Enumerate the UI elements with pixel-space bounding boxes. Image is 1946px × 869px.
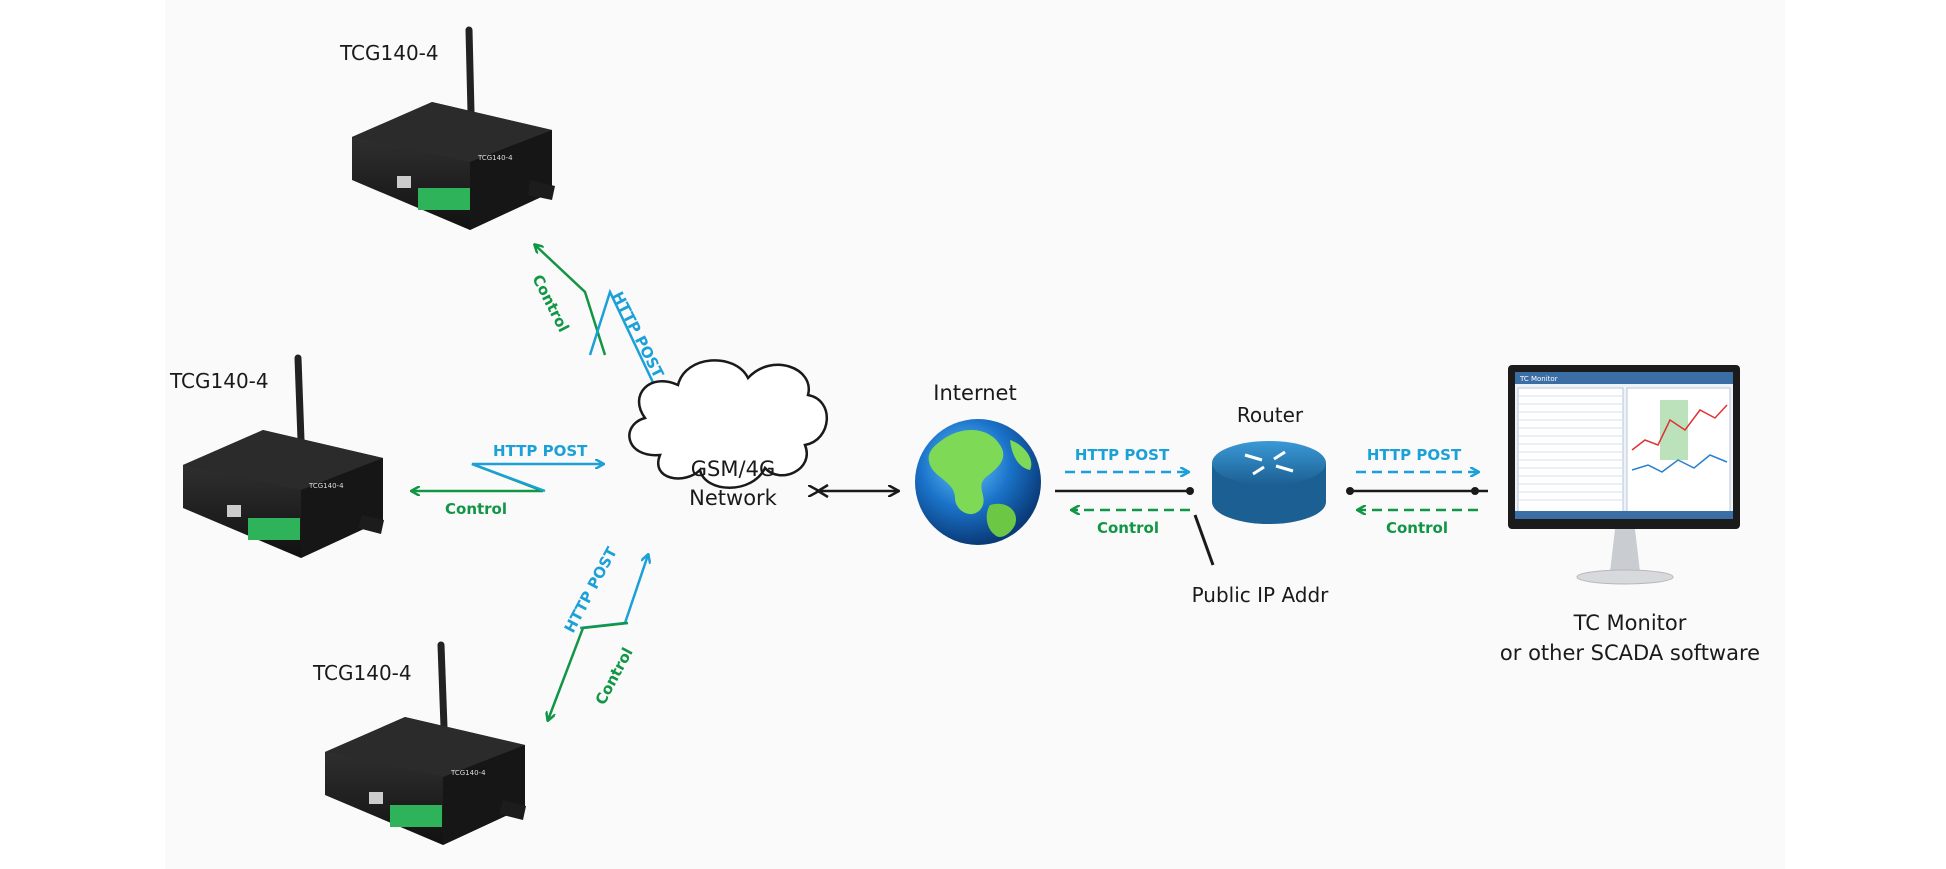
monitor-stand	[1610, 529, 1640, 572]
network-line2: Network	[689, 486, 778, 510]
http-post-label: HTTP POST	[1367, 446, 1462, 464]
public-ip-node	[1186, 487, 1194, 495]
device-tcg140-top: TCG140-4 TCG140-4	[339, 26, 555, 230]
ethernet-port	[397, 176, 411, 188]
monitor: TC Monitor TC Monitor or other SCADA sof…	[1500, 365, 1760, 665]
internet-globe: Internet	[915, 381, 1041, 545]
public-ip-pointer	[1193, 514, 1215, 566]
link-middle-device: HTTP POST Control	[412, 442, 603, 518]
monitor-label-line2: or other SCADA software	[1500, 641, 1760, 665]
control-label: Control	[445, 500, 507, 518]
line-node	[1346, 487, 1354, 495]
mount-bracket	[528, 180, 555, 200]
device-face-text: TCG140-4	[477, 154, 513, 162]
antenna-icon	[437, 641, 448, 731]
device-tcg140-bottom: TCG140-4 TCG140-4	[312, 641, 526, 845]
antenna-icon	[294, 354, 305, 444]
device-label: TCG140-4	[312, 661, 412, 685]
app-title: TC Monitor	[1519, 375, 1558, 383]
http-post-label: HTTP POST	[493, 442, 588, 460]
http-post-arrow-top	[588, 288, 658, 393]
trend-line-blue	[1631, 454, 1728, 473]
gsm-network-cloud: GSM/4G Network	[628, 359, 828, 510]
control-arrow-top	[535, 245, 607, 356]
monitor-label-line1: TC Monitor	[1573, 611, 1687, 635]
monitor-base	[1576, 569, 1674, 585]
router-label: Router	[1237, 403, 1304, 427]
terminal-block	[418, 188, 470, 210]
mount-bracket	[358, 515, 384, 534]
public-ip-label: Public IP Addr	[1192, 583, 1330, 607]
terminal-block	[248, 518, 300, 540]
device-face-text: TCG140-4	[308, 482, 344, 490]
link-internet-router: HTTP POST Control Public IP Addr	[1055, 446, 1329, 607]
http-post-arrow-middle	[471, 464, 603, 493]
trend-line-red	[1631, 404, 1728, 451]
control-label: Control	[1097, 519, 1159, 537]
control-arrow-bottom	[548, 621, 629, 720]
cloud-shape	[628, 359, 828, 489]
ethernet-port	[369, 792, 383, 804]
line-node	[1471, 487, 1479, 495]
control-label: Control	[1386, 519, 1448, 537]
arrowhead-left	[815, 483, 829, 499]
mount-bracket	[499, 800, 526, 820]
terminal-block	[390, 805, 442, 827]
device-label: TCG140-4	[169, 369, 269, 393]
http-post-label: HTTP POST	[1075, 446, 1170, 464]
device-tcg140-middle: TCG140-4 TCG140-4	[169, 354, 384, 558]
device-face-text: TCG140-4	[450, 769, 486, 777]
antenna-icon	[465, 26, 475, 116]
ethernet-port	[227, 505, 241, 517]
router: Router	[1212, 403, 1326, 524]
link-router-monitor: HTTP POST Control	[1346, 446, 1488, 537]
internet-label: Internet	[933, 381, 1016, 405]
network-line1: GSM/4G	[691, 457, 775, 481]
device-label: TCG140-4	[339, 41, 439, 65]
